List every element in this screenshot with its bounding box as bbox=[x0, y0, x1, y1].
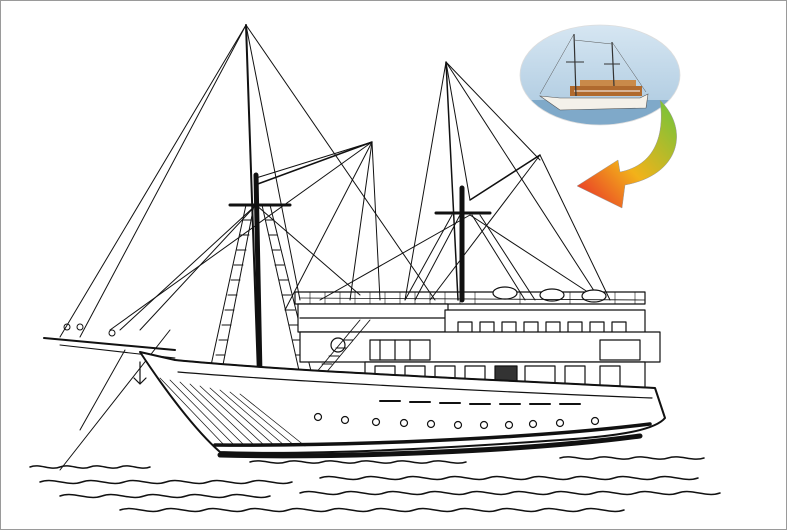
curved-arrow-icon bbox=[576, 99, 677, 209]
ratlines bbox=[209, 204, 536, 376]
ship-line-drawing bbox=[29, 24, 721, 513]
ship-photo-thumbnail bbox=[519, 24, 681, 126]
upper-deck bbox=[294, 286, 646, 339]
hull bbox=[133, 351, 666, 459]
masts bbox=[228, 24, 541, 378]
bowsprit bbox=[43, 323, 176, 359]
rigging bbox=[59, 24, 611, 471]
water-waves bbox=[29, 456, 721, 513]
